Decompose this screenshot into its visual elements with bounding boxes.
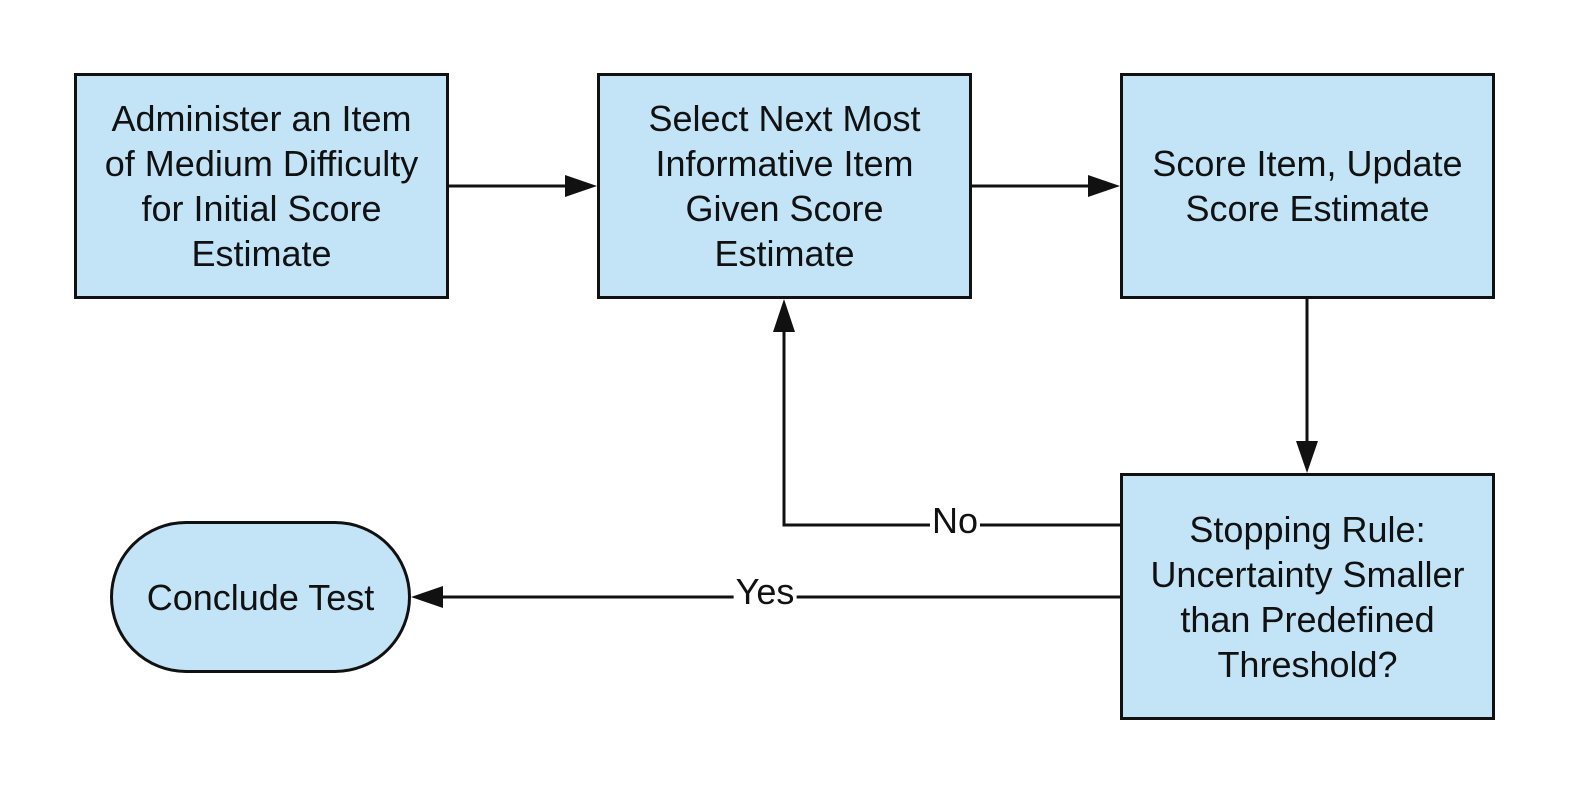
select-next-item-box: Select Next Most Informative Item Given … xyxy=(597,73,972,299)
arrowhead-to-select-from-below xyxy=(773,299,795,332)
score-item-box: Score Item, Update Score Estimate xyxy=(1120,73,1495,299)
conclude-test-label: Conclude Test xyxy=(146,576,375,618)
edge-label-no: No xyxy=(929,500,981,541)
arrowhead-to-select xyxy=(565,175,597,197)
conclude-test-terminal: Conclude Test xyxy=(110,521,411,673)
arrowhead-to-score xyxy=(1088,175,1120,197)
edge-stopping-to-select-no xyxy=(782,330,1120,527)
arrowhead-to-conclude xyxy=(411,586,443,608)
arrowhead-to-stopping xyxy=(1296,441,1318,473)
select-next-item-label: Select Next Most Informative Item Given … xyxy=(648,98,921,274)
edge-label-yes: Yes xyxy=(733,571,797,612)
stopping-rule-box: Stopping Rule: Uncertainty Smaller than … xyxy=(1120,473,1495,720)
administer-item-box: Administer an Item of Medium Difficulty … xyxy=(74,73,449,299)
score-item-label: Score Item, Update Score Estimate xyxy=(1152,143,1463,229)
stopping-rule-label: Stopping Rule: Uncertainty Smaller than … xyxy=(1150,508,1465,685)
administer-item-label: Administer an Item of Medium Difficulty … xyxy=(104,98,419,274)
